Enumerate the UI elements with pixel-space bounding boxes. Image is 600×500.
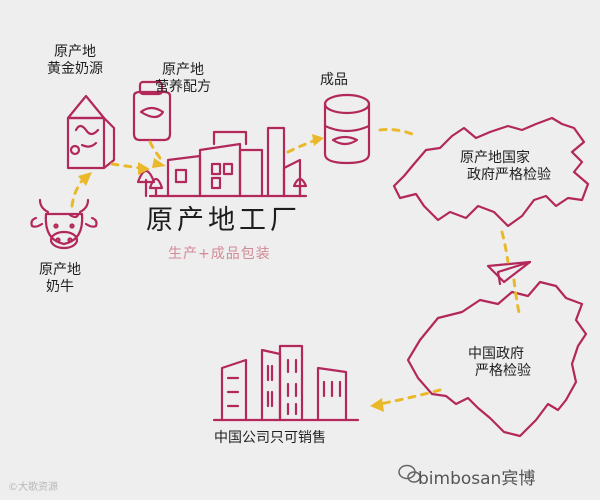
formula-bottle-icon xyxy=(132,80,172,142)
origin-inspection-line-2: 政府严格检验 xyxy=(467,167,551,183)
arrowhead-cow-to-carton xyxy=(78,172,92,186)
golden-milk-source-line-2: 黄金奶源 xyxy=(47,61,103,77)
china-inspection-line-2: 严格检验 xyxy=(475,363,531,379)
china-inspection-line-1: 中国政府 xyxy=(468,346,524,362)
arrowhead-carton-to-factory xyxy=(138,162,150,175)
switzerland-map-icon xyxy=(392,116,590,228)
office-buildings-icon xyxy=(212,344,360,422)
factory-subtitle: 生产+成品包装 xyxy=(168,246,271,262)
cow-icon xyxy=(30,198,98,250)
arrow-switzerland-to-plane xyxy=(500,230,510,264)
milk-carton-icon xyxy=(66,94,116,170)
arrow-carton-to-factory xyxy=(110,162,142,170)
china-sales-label: 中国公司只可销售 xyxy=(214,430,326,446)
milk-can-icon xyxy=(323,93,371,165)
watermark-right-text: bimbosan宾博 xyxy=(418,468,536,489)
arrow-china-to-sales xyxy=(378,388,442,406)
arrow-factory-to-can xyxy=(286,138,318,154)
origin-cow-label: 原产地 奶牛 xyxy=(30,262,90,296)
arrowhead-factory-to-can xyxy=(312,134,324,146)
arrow-cow-to-carton xyxy=(70,176,86,208)
golden-milk-source-line-1: 原产地 xyxy=(54,44,96,60)
finished-product-label: 成品 xyxy=(320,72,348,88)
flow-arrows xyxy=(70,128,522,406)
origin-inspection-line-1: 原产地国家 xyxy=(460,150,530,166)
nutrition-formula-line-1: 原产地 xyxy=(162,62,204,78)
china-map-icon xyxy=(406,280,588,438)
arrow-can-to-switzerland xyxy=(378,128,414,136)
watermark-right: bimbosan宾博 xyxy=(418,463,535,489)
nutrition-formula-line-2: 营养配方 xyxy=(155,79,211,95)
arrow-plane-to-china xyxy=(512,278,522,320)
watermark-left: ©大歌资源 xyxy=(8,482,58,493)
golden-milk-source-label: 原产地 黄金奶源 xyxy=(38,44,112,78)
arrowhead-bottle-to-factory xyxy=(152,158,166,168)
origin-cow-line-2: 奶牛 xyxy=(46,279,74,295)
wechat-icon xyxy=(398,464,421,483)
china-inspection-label: 中国政府 严格检验 xyxy=(448,346,544,380)
nutrition-formula-label: 原产地 营养配方 xyxy=(146,62,220,96)
factory-icon xyxy=(136,126,308,198)
paper-plane-icon xyxy=(486,260,532,286)
factory-title: 原产地工厂 xyxy=(146,205,301,236)
arrow-bottle-to-factory xyxy=(148,140,162,160)
origin-inspection-label: 原产地国家 政府严格检验 xyxy=(420,150,570,184)
origin-cow-line-1: 原产地 xyxy=(39,262,81,278)
arrowhead-china-to-sales xyxy=(370,398,384,412)
